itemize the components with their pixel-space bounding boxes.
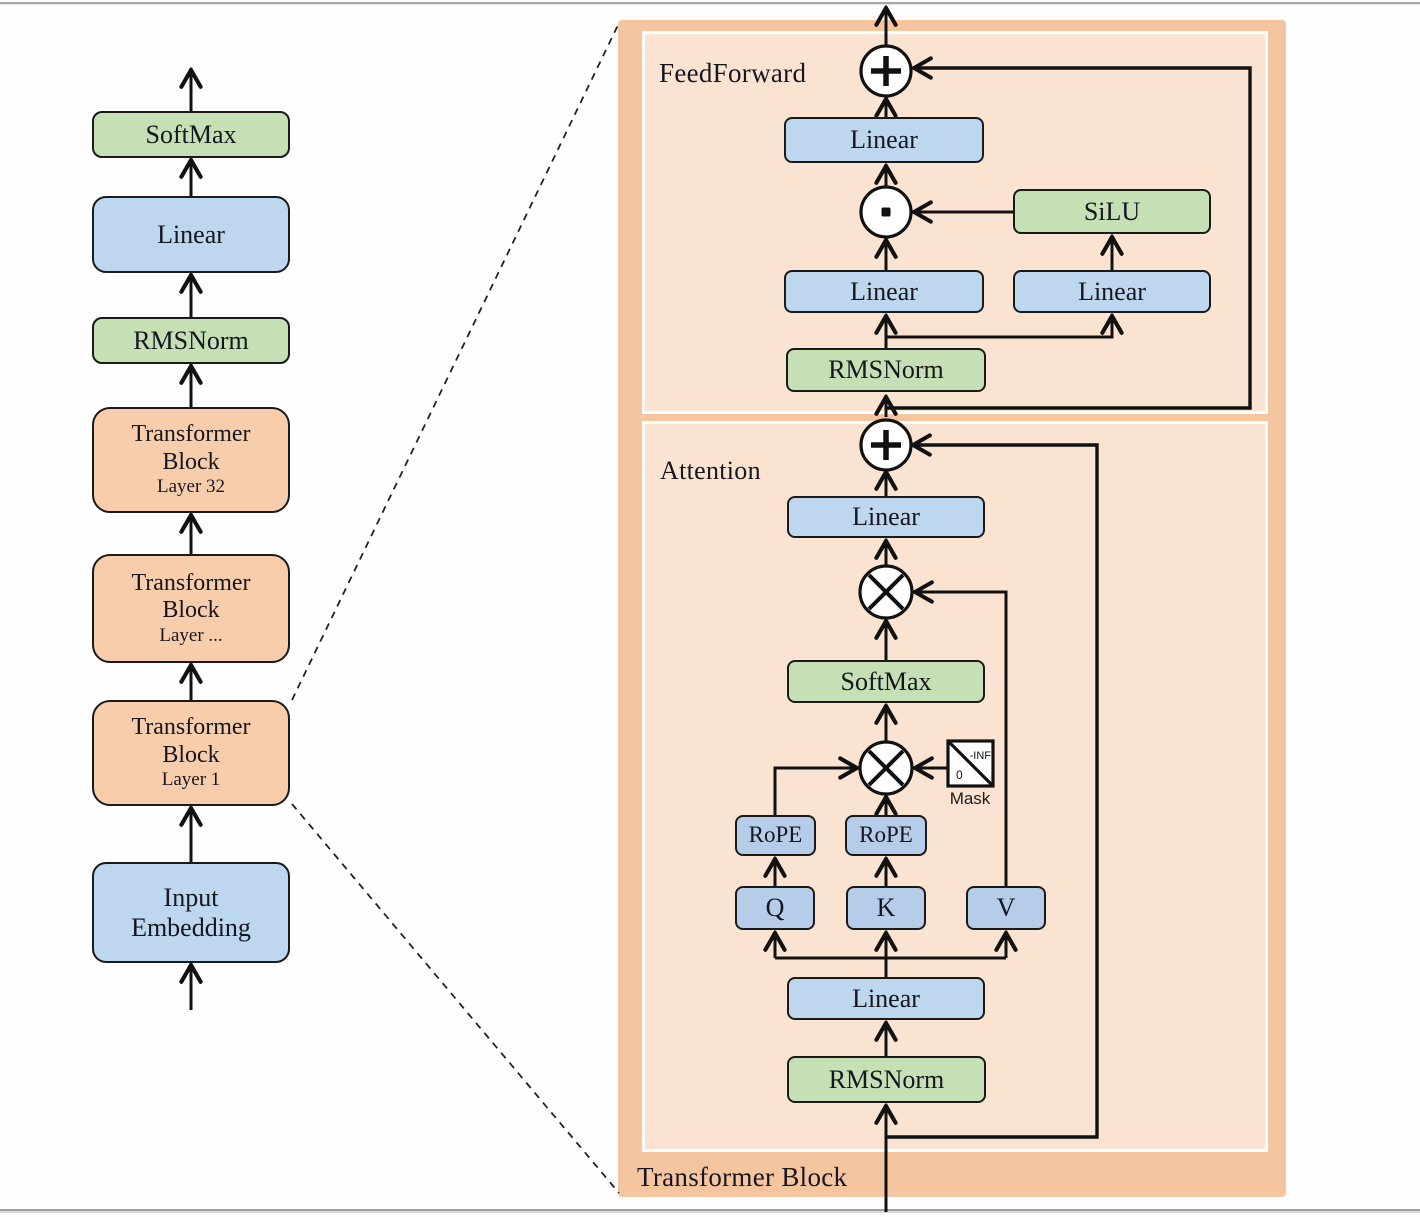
attention-linear-out-block: Linear [787,496,985,538]
rope-k-label: RoPE [859,822,913,848]
attention-softmax-block: SoftMax [787,660,985,703]
left-linear-block: Linear [92,196,290,273]
ff-add-operator-icon [859,44,913,98]
rope-k-block: RoPE [845,815,927,856]
q-label: Q [765,893,785,923]
zoom-guide-dashed-lines [291,22,620,1194]
mask-inf-label: -INF [970,750,992,762]
attention-linear-qkv-label: Linear [852,983,920,1013]
ff-silu-label: SiLU [1083,196,1141,226]
ff-silu-block: SiLU [1013,189,1211,234]
input-embedding-label: Input Embedding [131,882,251,942]
bottom-border-line-light [0,1211,1420,1213]
transformer-block-layer32: Transformer Block Layer 32 [92,407,290,513]
attention-rmsnorm-block: RMSNorm [787,1056,986,1103]
top-border-line [0,2,1420,4]
left-softmax-label: SoftMax [145,119,237,149]
left-rmsnorm-block: RMSNorm [92,317,290,364]
transformer-block-layer32-sublabel: Layer 32 [156,476,226,498]
left-rmsnorm-label: RMSNorm [133,325,249,355]
input-embedding-block: Input Embedding [92,862,290,963]
attention-softmax-label: SoftMax [840,666,932,696]
mask-zero-label: 0 [956,768,963,782]
attention-matmul-v-operator-icon [858,564,914,620]
attention-linear-qkv-block: Linear [787,977,985,1020]
ff-rmsnorm-label: RMSNorm [828,355,944,385]
rope-q-block: RoPE [735,815,816,856]
ff-linear-out-label: Linear [850,125,918,155]
k-block: K [846,886,926,930]
ff-elementwise-product-operator-icon [859,185,913,239]
ff-linear-up-label: Linear [850,276,918,306]
attention-rmsnorm-label: RMSNorm [828,1064,945,1094]
v-block: V [966,886,1046,930]
ff-linear-up-block: Linear [784,270,984,313]
transformer-block-layer1: Transformer Block Layer 1 [92,700,290,806]
transformer-block-ellipsis-sublabel: Layer ... [159,624,223,646]
ff-linear-gate-label: Linear [1078,276,1146,306]
transformer-block-layer1-sublabel: Layer 1 [161,769,221,791]
left-linear-label: Linear [157,219,225,249]
transformer-block-layer-ellipsis: Transformer Block Layer ... [92,554,290,663]
bottom-border-line [0,1209,1420,1211]
attention-matmul-qk-operator-icon [858,740,914,796]
transformer-block-layer1-label: Transformer Block [131,714,251,768]
transformer-block-ellipsis-label: Transformer Block [131,569,251,624]
left-softmax-block: SoftMax [92,111,290,158]
attention-linear-out-label: Linear [852,502,920,532]
feedforward-wires [886,8,1252,417]
attention-wires [775,445,1099,1212]
v-label: V [996,893,1016,923]
mask-caption: Mask [950,789,991,808]
q-block: Q [735,886,815,930]
ff-rmsnorm-block: RMSNorm [786,348,986,392]
transformer-block-layer32-label: Transformer Block [131,421,251,475]
top-border-line-light [0,4,1420,5]
ff-linear-gate-block: Linear [1013,270,1211,313]
attention-add-operator-icon [859,418,913,472]
causal-mask-icon: -INF 0 Mask [946,739,995,808]
ff-linear-out-block: Linear [784,117,984,163]
rope-q-label: RoPE [748,822,803,848]
k-label: K [876,893,896,923]
